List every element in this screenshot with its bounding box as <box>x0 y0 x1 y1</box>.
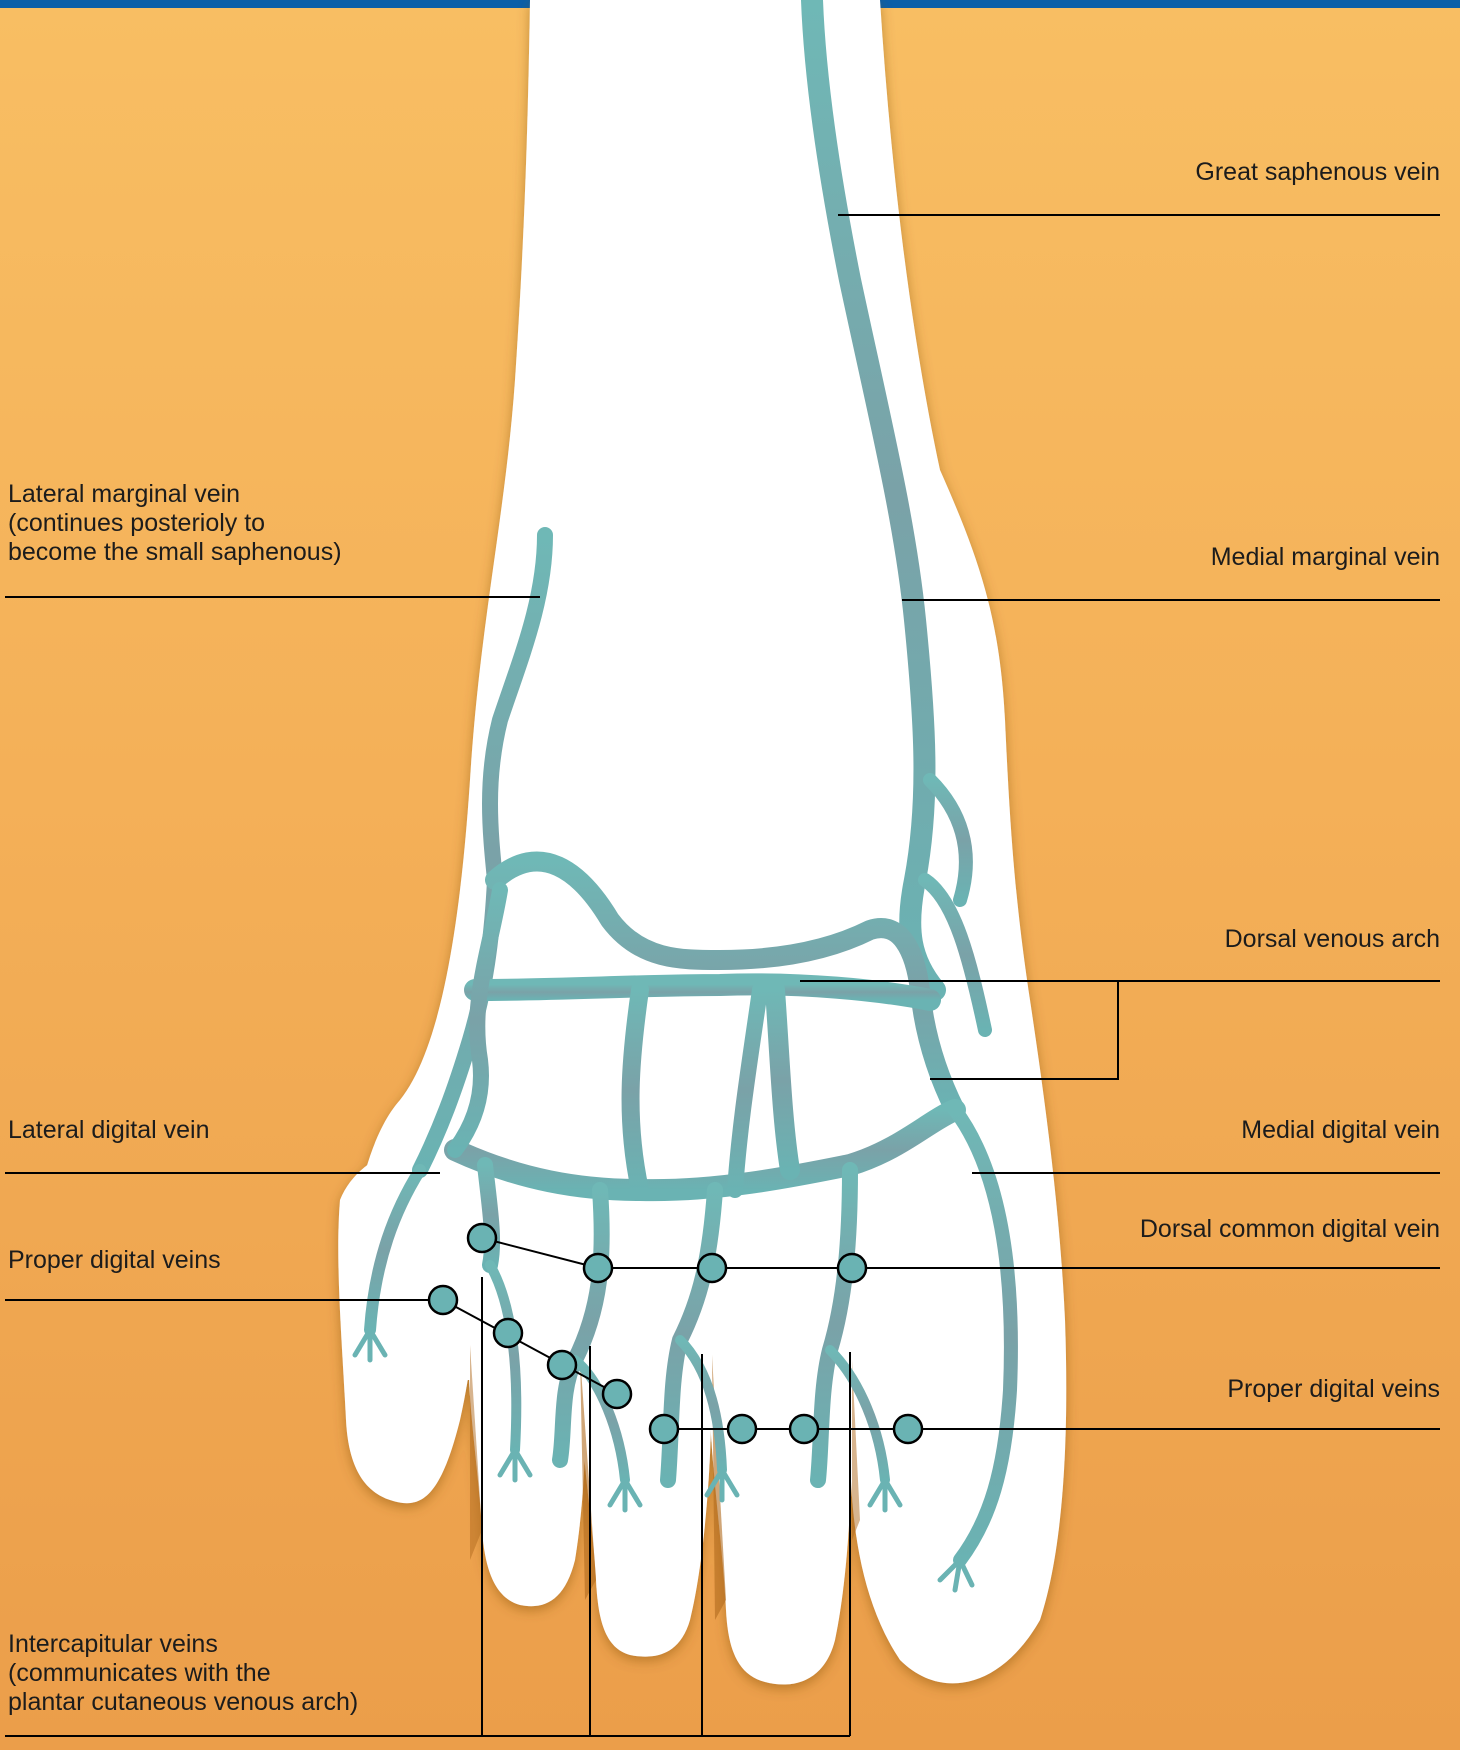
marker-proper-2 <box>494 1319 522 1347</box>
marker-proper-3 <box>548 1351 576 1379</box>
label-lateral-digital-vein: Lateral digital vein <box>8 1116 210 1145</box>
label-proper-digital-veins-left: Proper digital veins <box>8 1246 221 1275</box>
marker-proper-4 <box>603 1380 631 1408</box>
label-great-saphenous-vein: Great saphenous vein <box>1195 158 1440 187</box>
toe-3 <box>579 1320 711 1657</box>
marker-common-2 <box>584 1254 612 1282</box>
label-proper-digital-veins-right: Proper digital veins <box>1227 1375 1440 1404</box>
metatarsal-vein-1 <box>631 990 640 1190</box>
label-medial-digital-vein: Medial digital vein <box>1241 1116 1440 1145</box>
marker-proper-5 <box>650 1415 678 1443</box>
marker-proper-1 <box>429 1286 457 1314</box>
label-intercapitular-veins: Intercapitular veins (communicates with … <box>8 1630 358 1717</box>
label-dorsal-common-digital-vein: Dorsal common digital vein <box>1140 1215 1440 1244</box>
marker-proper-6 <box>728 1415 756 1443</box>
label-lateral-marginal-vein: Lateral marginal vein (continues posteri… <box>8 480 342 567</box>
marker-proper-8 <box>894 1415 922 1443</box>
marker-proper-7 <box>790 1415 818 1443</box>
marker-common-1 <box>468 1224 496 1252</box>
label-dorsal-venous-arch: Dorsal venous arch <box>1225 925 1440 954</box>
label-medial-marginal-vein: Medial marginal vein <box>1211 543 1440 572</box>
marker-common-4 <box>838 1254 866 1282</box>
marker-common-3 <box>698 1254 726 1282</box>
